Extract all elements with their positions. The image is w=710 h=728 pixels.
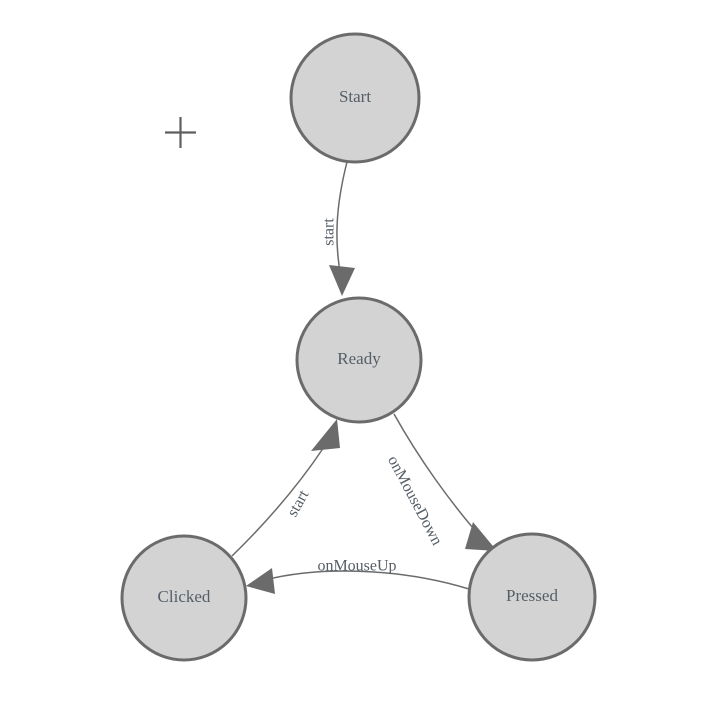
edge-label-ready-to-pressed: onMouseDown: [384, 453, 445, 548]
node-start[interactable]: Start: [289, 32, 421, 164]
node-circle: [120, 534, 248, 662]
edge-ready-to-pressed[interactable]: onMouseDown: [384, 413, 497, 551]
crosshair-icon: [165, 117, 196, 148]
arrowhead-icon: [311, 419, 340, 451]
edge-start-to-ready[interactable]: start: [321, 161, 355, 296]
node-ready[interactable]: Ready: [295, 296, 423, 424]
node-label-pressed: Pressed: [506, 586, 558, 605]
edge-line: [336, 161, 348, 279]
edge-label-pressed-to-clicked: onMouseUp: [317, 558, 396, 575]
node-circle: [289, 32, 421, 164]
node-circle: [467, 532, 597, 662]
node-label-clicked: Clicked: [158, 587, 211, 606]
edge-label-clicked-to-ready: start: [284, 487, 312, 520]
node-label-start: Start: [339, 87, 371, 106]
edge-line: [264, 570, 470, 590]
edge-line: [231, 446, 325, 557]
edge-pressed-to-clicked[interactable]: onMouseUp: [246, 558, 470, 594]
node-clicked[interactable]: Clicked: [120, 534, 248, 662]
node-pressed[interactable]: Pressed: [467, 532, 597, 662]
edge-label-start-to-ready: start: [321, 218, 338, 246]
node-circle: [295, 296, 423, 424]
arrowhead-icon: [329, 265, 355, 296]
arrowhead-icon: [246, 568, 275, 594]
arrowhead-icon: [465, 522, 497, 551]
node-label-ready: Ready: [337, 349, 381, 368]
edge-clicked-to-ready[interactable]: start: [231, 419, 340, 557]
